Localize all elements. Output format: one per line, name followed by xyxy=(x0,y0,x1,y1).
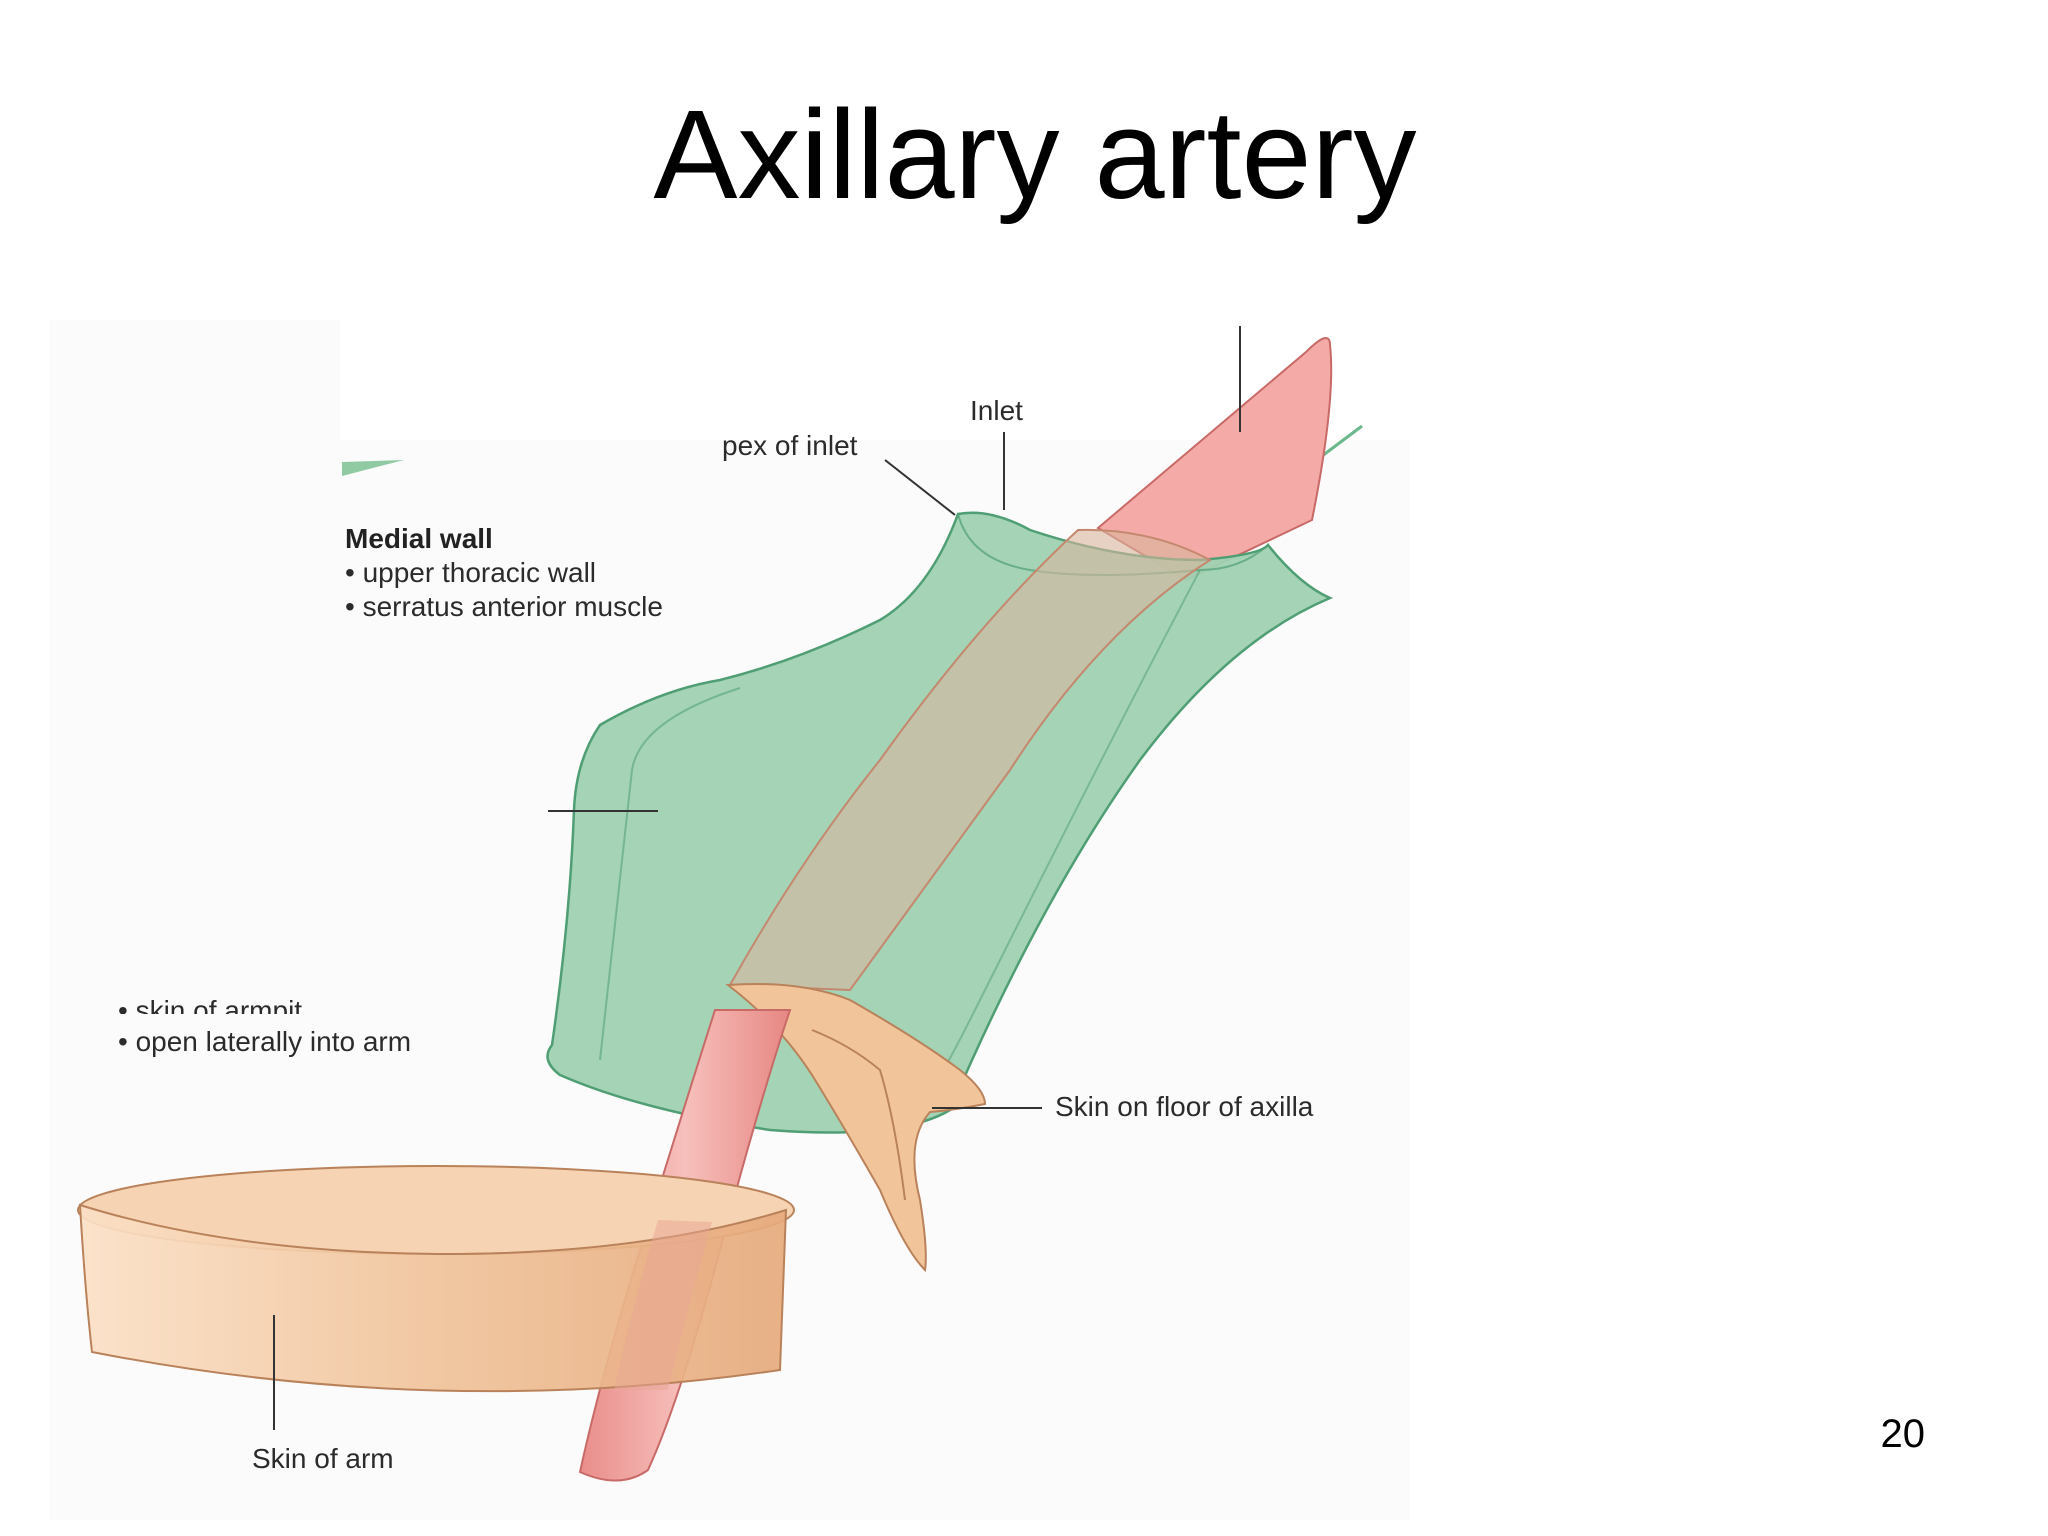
label-skin-of-arm: Skin of arm xyxy=(252,1443,394,1474)
arm-skin-cylinder xyxy=(78,1203,788,1393)
label-medial-wall-item-1: • upper thoracic wall xyxy=(345,557,596,588)
wall-corner-fragment xyxy=(342,460,404,476)
label-medial-wall: Medial wall xyxy=(345,523,493,554)
label-floor-item-2: • open laterally into arm xyxy=(118,1026,411,1057)
artery-band xyxy=(728,528,1212,992)
label-apex-of-inlet: pex of inlet xyxy=(722,430,858,461)
label-medial-wall-item-2: • serratus anterior muscle xyxy=(345,591,663,622)
artery-upper xyxy=(1096,337,1333,582)
axilla-floor-skin-fold xyxy=(811,1029,906,1201)
wall-edge-fragment xyxy=(1321,424,1363,458)
label-floor-item-partial: • skin of armpit xyxy=(118,995,302,1026)
medial-wall-ridge xyxy=(599,687,741,1061)
apex-leader xyxy=(884,459,956,516)
slide-title: Axillary artery xyxy=(653,84,1417,225)
page-number: 20 xyxy=(1880,1412,1926,1456)
label-skin-on-floor-of-axilla: Skin on floor of axilla xyxy=(1055,1091,1314,1122)
label-inlet: Inlet xyxy=(970,395,1023,426)
axilla-floor-skin xyxy=(725,983,987,1273)
artery-through-arm xyxy=(614,1220,712,1390)
